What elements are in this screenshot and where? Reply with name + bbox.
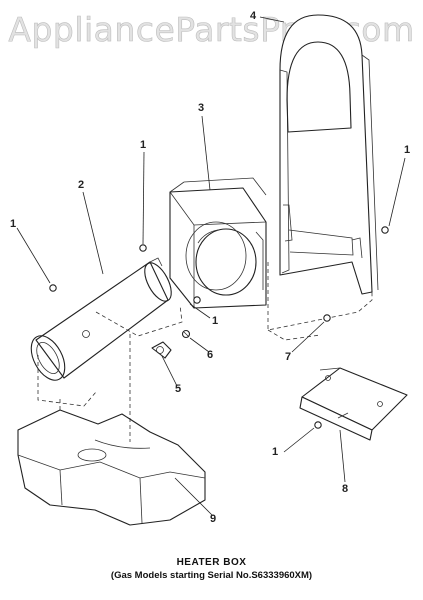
callout-2: 2 (78, 179, 85, 191)
callout-leaders (16, 16, 406, 516)
callout-4: 4 (250, 10, 257, 22)
diagram-subtitle: (Gas Models starting Serial No.S6333960X… (110, 570, 313, 581)
burner-assembly (17, 398, 206, 526)
callout-1-middle: 1 (212, 315, 219, 327)
callout-5: 5 (175, 383, 182, 395)
flame-sensor-bracket (151, 341, 172, 359)
callout-1-top: 1 (140, 139, 147, 151)
heater-duct-panel (267, 14, 379, 341)
callout-6: 6 (207, 349, 214, 361)
transition-box (169, 177, 267, 309)
callout-3: 3 (198, 102, 205, 114)
mounting-bracket (299, 367, 408, 441)
callout-8: 8 (342, 483, 349, 495)
callout-1-left: 1 (10, 218, 17, 230)
callout-9: 9 (210, 513, 217, 525)
screw-part-6 (181, 329, 191, 339)
callout-7: 7 (285, 351, 292, 363)
screw-part-1 (49, 226, 389, 429)
combustion-tube (30, 257, 183, 442)
callout-1-right: 1 (404, 144, 411, 156)
diagram-title: HEATER BOX (176, 557, 247, 568)
screw-part-7 (323, 314, 331, 322)
callout-1-bottom: 1 (272, 446, 279, 458)
